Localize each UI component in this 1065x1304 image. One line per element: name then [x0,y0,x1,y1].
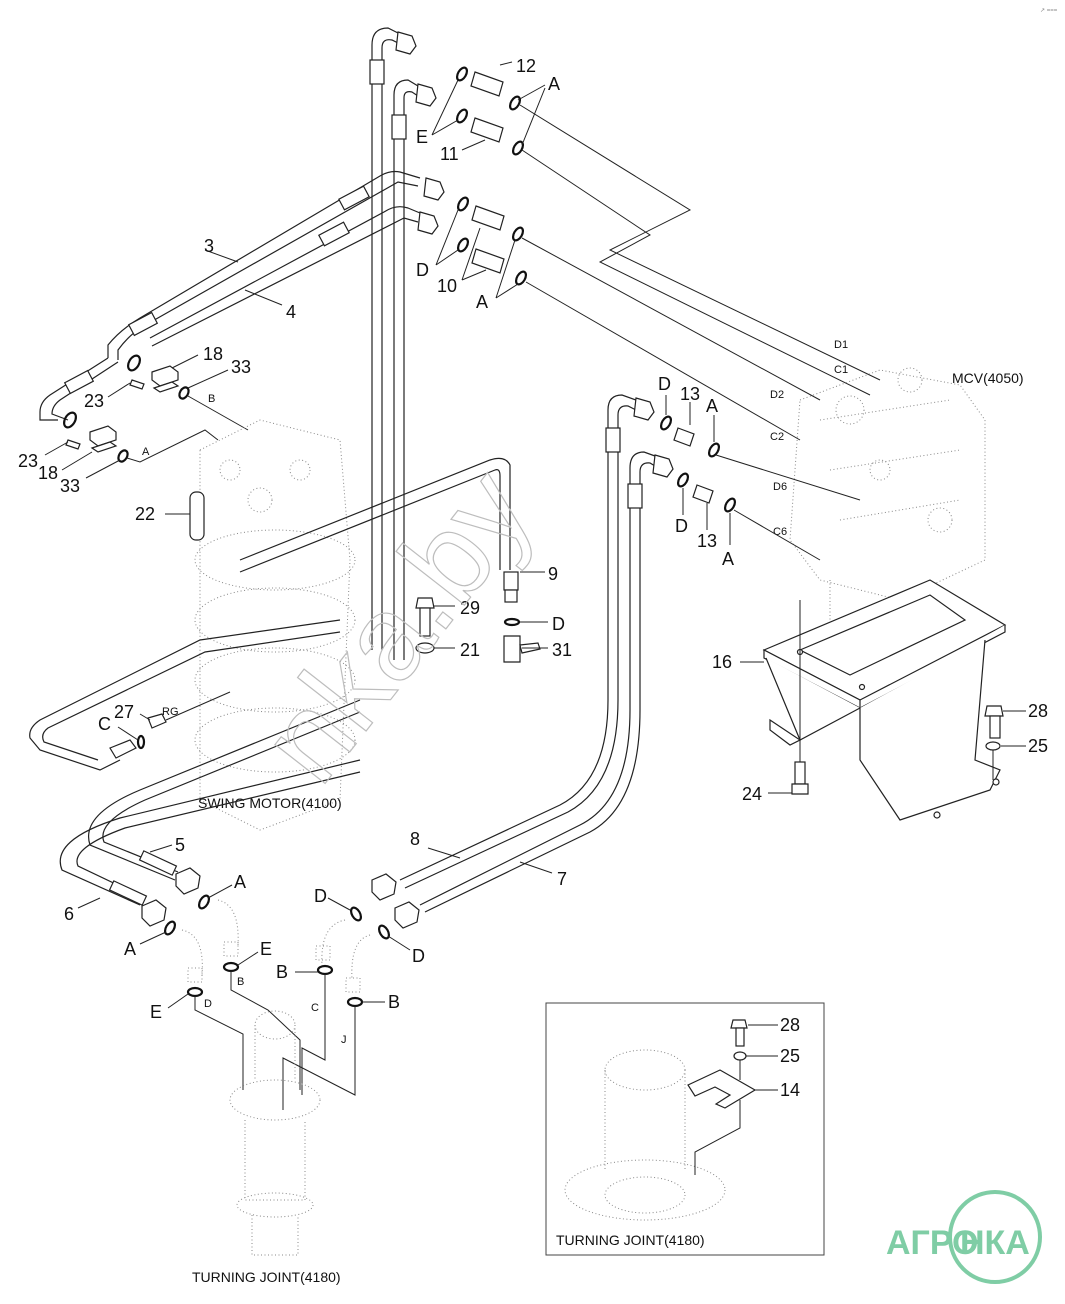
port-label-d-tj: D [204,998,212,1010]
part-label-16: 16 [712,652,732,672]
part-label-13-lower: 13 [697,531,717,551]
seal-label-e-b2: E [150,1002,162,1022]
flange-upper [127,354,190,400]
part-label-7: 7 [557,869,567,889]
washer-25-inset [733,1051,747,1061]
adapter-13-upper [659,415,721,458]
hose-7-8 [371,394,674,929]
port-label-d2: D2 [770,389,784,401]
port-label-j-tj: J [341,1034,347,1046]
hose-9 [239,457,541,663]
port-label-d1: D1 [834,339,848,351]
adapter-12 [455,66,522,111]
inset-turning-joint [564,1049,726,1221]
port-label-c1: C1 [834,364,848,376]
seal-label-e-b1: E [260,939,272,959]
inset-detail [545,1002,825,1256]
bolt-28-right [984,705,1004,739]
part-label-8: 8 [410,829,420,849]
pin-22 [189,491,205,541]
part-label-13-upper: 13 [680,384,700,404]
part-label-22: 22 [135,504,155,524]
logo-circle [948,1190,1042,1284]
port-label-b-swing: B [208,393,215,405]
port-label-rg: RG [162,706,179,718]
port-label-a-swing: A [142,446,150,458]
turning-joint-label: TURNING JOINT(4180) [192,1269,341,1285]
part-label-23-upper: 23 [84,391,104,411]
adapter-13-lower [676,472,737,513]
part-label-33-upper: 33 [231,357,251,377]
hose-3-4 [39,170,445,421]
part-label-6: 6 [64,904,74,924]
port-label-b-tj: B [237,976,244,988]
mcv-label: MCV(4050) [952,370,1024,386]
top-hose-pair [369,27,437,660]
corner-mark: ↗ === [1040,8,1058,14]
part-label-33-lower: 33 [60,476,80,496]
hose-5-6 [59,699,361,927]
seal-label-d-r2: D [675,516,688,536]
seal-label-a: A [548,74,560,94]
flange-lower [63,411,129,463]
port-label-c-tj: C [311,1002,319,1014]
part-label-3: 3 [204,236,214,256]
part-label-18-upper: 18 [203,344,223,364]
seal-label-c-27: C [98,714,111,734]
seal-label-a-mid: A [476,292,488,312]
part-label-11: 11 [440,144,459,164]
seal-label-a-b1: A [234,872,246,892]
part-label-25-inset: 25 [780,1046,800,1066]
adapter-10-lower [456,237,528,286]
inset-turning-joint-label: TURNING JOINT(4180) [556,1232,705,1248]
part-label-4: 4 [286,302,296,322]
seal-label-d: D [416,260,429,280]
logo-text-left: АГРО [886,1224,979,1262]
part-label-5: 5 [175,835,185,855]
swing-motor-label: SWING MOTOR(4100) [198,795,342,811]
turning-joint-body [229,1010,321,1256]
seal-label-d-9: D [552,614,565,634]
seal-label-d-b1: D [314,886,327,906]
part-label-27: 27 [114,702,134,722]
seal-label-a-r1: A [706,396,718,416]
part-label-28-inset: 28 [780,1015,800,1035]
seal-label-b-b1: B [276,962,288,982]
seal-label-b-b2: B [388,992,400,1012]
adapter-10-upper [456,196,525,242]
swing-motor-body [194,419,356,831]
seal-label-d-r1: D [658,374,671,394]
part-label-21: 21 [460,640,480,660]
bolt-24 [791,761,809,795]
mcv-bracket-16 [762,579,1007,821]
port-label-d6: D6 [773,481,787,493]
seal-label-e: E [416,127,428,147]
part-label-24: 24 [742,784,762,804]
part-label-18-lower: 18 [38,463,58,483]
bolt-29 [415,597,435,637]
port-label-c2: C2 [770,431,784,443]
seal-label-d-b2: D [412,946,425,966]
adapter-11 [455,108,525,156]
part-label-25-right: 25 [1028,736,1048,756]
part-label-29: 29 [460,598,480,618]
seal-label-a-b2: A [124,939,136,959]
part-label-31: 31 [552,640,572,660]
part-label-9: 9 [548,564,558,584]
part-label-10: 10 [437,276,457,296]
washer-25-right [985,741,1001,751]
elbow-fittings [163,894,391,1008]
part-label-12: 12 [516,56,536,76]
logo-text-right: НКА [960,1224,1030,1262]
agronka-logo: АГРО НКА [886,1190,1042,1284]
plate-14 [687,1069,757,1109]
part-label-23-lower: 23 [18,451,38,471]
seal-label-a-r2: A [722,549,734,569]
bolt-28-inset [730,1019,748,1047]
drain-pipe [29,619,341,771]
part-label-14: 14 [780,1080,800,1100]
part-label-28-right: 28 [1028,701,1048,721]
